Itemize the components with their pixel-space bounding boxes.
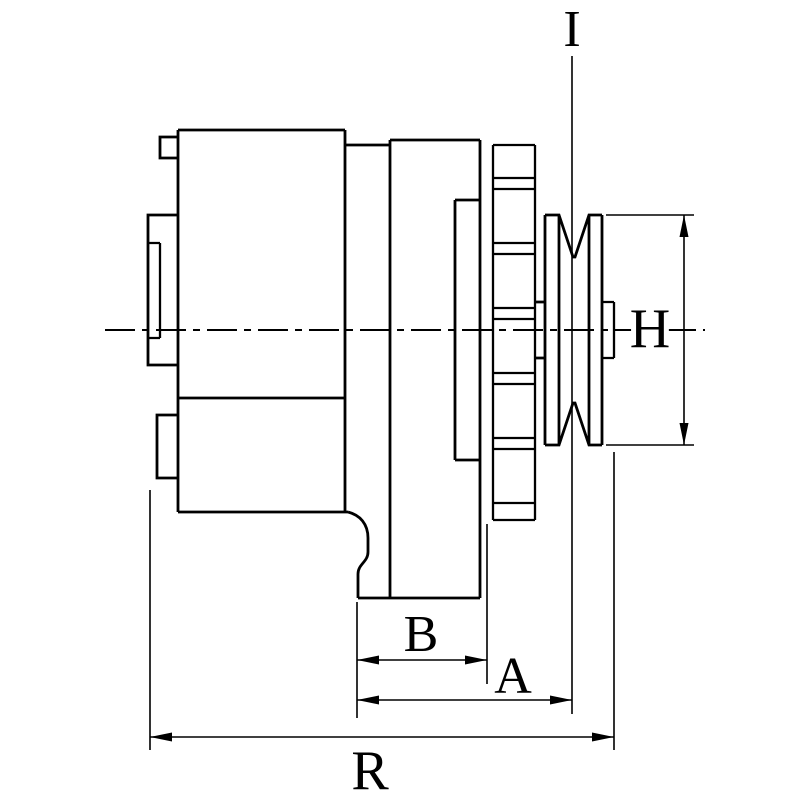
stator-lines <box>343 130 392 598</box>
dimension-r: R <box>149 452 615 800</box>
arrowhead-down-icon <box>679 423 689 445</box>
dimension-i-label: I <box>563 1 580 58</box>
arrowhead-left-icon <box>357 695 379 705</box>
dimension-h: H <box>606 214 694 446</box>
dimension-a: A <box>357 648 572 705</box>
arrowhead-up-icon <box>679 215 689 237</box>
dimension-r-extension-lines <box>149 452 615 750</box>
shaft-nut <box>602 300 616 360</box>
pulley-outline <box>535 213 604 447</box>
arrowhead-left-icon <box>357 655 379 665</box>
dimension-b: B <box>356 524 488 718</box>
rear-housing-boss-detail <box>148 241 162 340</box>
arrowhead-left-icon <box>150 732 172 742</box>
arrowhead-right-icon <box>592 732 614 742</box>
front-housing-outline <box>347 138 482 600</box>
dimension-r-label: R <box>351 740 389 800</box>
dimension-a-label: A <box>494 648 532 705</box>
arrowhead-right-icon <box>465 655 487 665</box>
fan-ribs <box>491 143 537 522</box>
dimension-i: I <box>563 1 581 714</box>
alternator-body <box>146 128 616 600</box>
dimension-h-extension-lines <box>606 214 694 446</box>
dimension-h-label: H <box>630 298 670 360</box>
dimension-b-label: B <box>404 606 439 663</box>
rear-housing-outline <box>146 128 348 514</box>
arrowhead-right-icon <box>550 695 572 705</box>
